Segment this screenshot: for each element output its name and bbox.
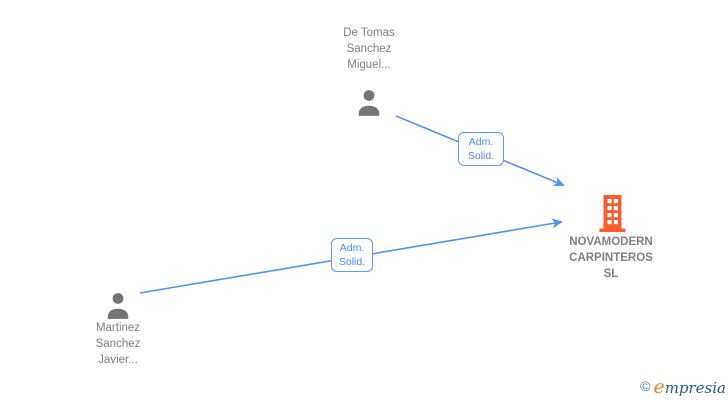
person-top-name: De Tomas Sanchez Miguel... bbox=[343, 27, 395, 71]
person-icon[interactable] bbox=[356, 89, 382, 117]
edge-label-adm-solid-bottom: Adm. Solid. bbox=[331, 238, 373, 272]
empresia-logo[interactable]: ©empresia bbox=[640, 376, 726, 398]
person-bottom-name: Martinez Sanchez Javier... bbox=[95, 322, 141, 366]
copyright-icon: © bbox=[640, 378, 651, 394]
building-icon[interactable] bbox=[598, 194, 627, 232]
edge-label-adm-solid-top: Adm. Solid. bbox=[458, 132, 504, 166]
empresia-wordmark: empresia bbox=[653, 376, 726, 398]
company-name: NOVAMODERN CARPINTEROS SL bbox=[569, 236, 653, 280]
person-icon[interactable] bbox=[105, 292, 131, 320]
